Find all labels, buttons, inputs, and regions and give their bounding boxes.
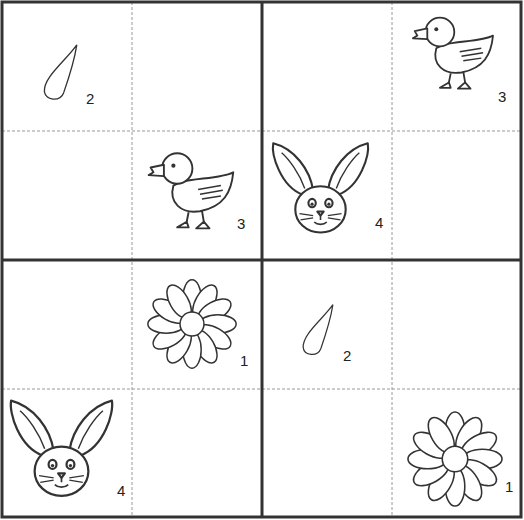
callout-number: 4: [375, 214, 383, 231]
flower-picture: [148, 280, 236, 368]
bunny-picture: [273, 143, 368, 232]
callout-number: 1: [240, 352, 248, 369]
callout-number: 3: [498, 88, 506, 105]
duck-picture: [149, 153, 234, 228]
callout-number: 4: [117, 482, 125, 499]
bunny-picture: [11, 401, 112, 496]
callout-number: 3: [237, 215, 245, 232]
flower-picture: [408, 412, 502, 506]
drop-picture: [303, 305, 333, 355]
callout-number: 2: [343, 347, 351, 364]
drop-picture: [44, 45, 76, 99]
duck-picture: [413, 18, 493, 89]
callout-number: 2: [86, 90, 94, 107]
callout-number: 1: [505, 478, 513, 495]
